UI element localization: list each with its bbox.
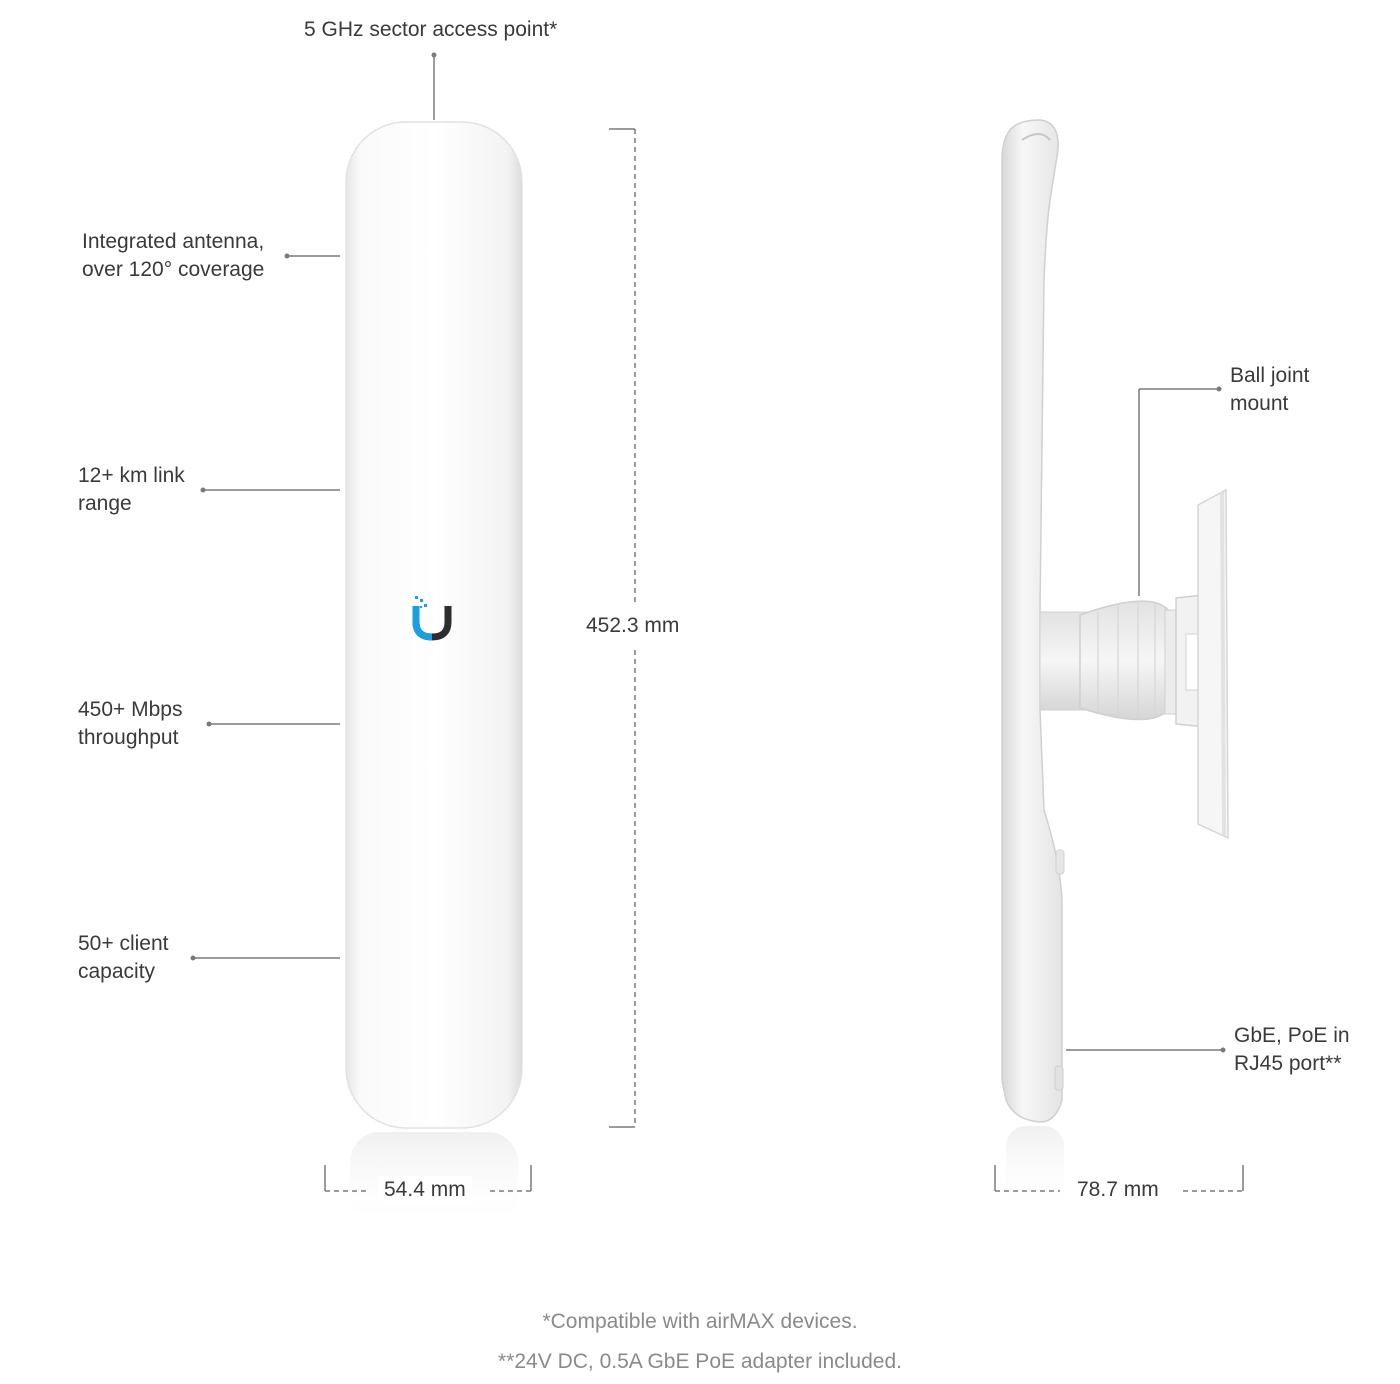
antenna-callout-line-1: Integrated antenna, bbox=[82, 230, 265, 253]
top-callout-line bbox=[431, 52, 437, 120]
mount-callout-line-1: Ball joint bbox=[1230, 364, 1310, 387]
clients-callout-line-2: capacity bbox=[78, 960, 156, 983]
height-dimension-label: 452.3 mm bbox=[580, 612, 686, 640]
antenna-callout-label: Integrated antenna, over 120° coverage bbox=[82, 228, 264, 284]
front-width-dimension-line bbox=[324, 1165, 532, 1192]
mount-callout-line-2: mount bbox=[1230, 392, 1289, 415]
clients-callout-line bbox=[190, 955, 340, 961]
mount-callout-line bbox=[1138, 386, 1222, 596]
antenna-callout-line-2: over 120° coverage bbox=[82, 258, 265, 281]
port-callout-line bbox=[1066, 1047, 1226, 1053]
range-callout-line-2: range bbox=[78, 492, 132, 515]
range-callout-line bbox=[200, 487, 340, 493]
footnote-poe-adapter: **24V DC, 0.5A GbE PoE adapter included. bbox=[498, 1350, 902, 1373]
clients-callout-line-1: 50+ client bbox=[78, 932, 169, 955]
side-depth-dimension-label: 78.7 mm bbox=[1071, 1176, 1165, 1204]
side-view-device bbox=[1001, 119, 1065, 1211]
throughput-callout-label: 450+ Mbps throughput bbox=[78, 696, 183, 752]
clients-callout-label: 50+ client capacity bbox=[78, 930, 168, 986]
top-callout-label: 5 GHz sector access point* bbox=[304, 18, 558, 41]
range-callout-line-1: 12+ km link bbox=[78, 464, 185, 487]
port-callout-line-1: GbE, PoE in bbox=[1234, 1024, 1350, 1047]
footnote-compatibility: *Compatible with airMAX devices. bbox=[542, 1310, 858, 1333]
height-dimension-line bbox=[609, 128, 636, 1128]
ubiquiti-logo-icon bbox=[412, 596, 452, 641]
port-callout-label: GbE, PoE in RJ45 port** bbox=[1234, 1022, 1350, 1078]
front-view-device bbox=[345, 121, 523, 1227]
port-callout-line-2: RJ45 port** bbox=[1234, 1052, 1342, 1075]
range-callout-label: 12+ km link range bbox=[78, 462, 185, 518]
side-depth-dimension-line bbox=[994, 1165, 1244, 1192]
ball-joint-mount bbox=[1039, 488, 1229, 840]
front-width-dimension-label: 54.4 mm bbox=[378, 1176, 472, 1204]
antenna-callout-line bbox=[284, 253, 340, 259]
throughput-callout-line-2: throughput bbox=[78, 726, 179, 749]
throughput-callout-line bbox=[206, 721, 340, 727]
throughput-callout-line-1: 450+ Mbps bbox=[78, 698, 183, 721]
mount-callout-label: Ball joint mount bbox=[1230, 362, 1309, 418]
